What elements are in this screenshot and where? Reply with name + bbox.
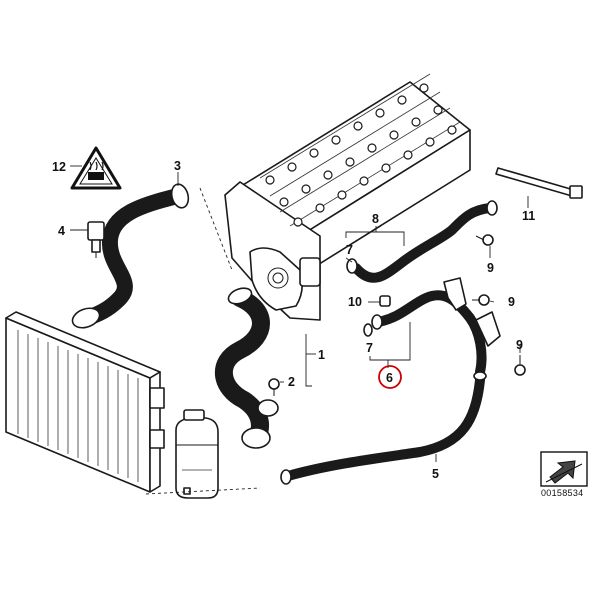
seal-ring-7a	[346, 258, 358, 274]
callout-1: 1	[318, 348, 325, 362]
hose-8	[351, 200, 498, 283]
view-arrow-icon	[540, 451, 588, 487]
engine-cylinder-head	[224, 73, 471, 321]
seal-ring-7b	[363, 323, 373, 337]
warning-hot-coolant-icon	[70, 146, 122, 190]
callout-11: 11	[522, 209, 535, 223]
callout-9b: 9	[508, 295, 515, 309]
leader-lines	[70, 165, 529, 495]
callout-2: 2	[288, 375, 295, 389]
temperature-sensor	[87, 221, 105, 258]
hose-3	[71, 183, 190, 329]
cable-tie	[495, 167, 583, 199]
expansion-tank	[175, 409, 219, 499]
bolt-2	[268, 378, 280, 396]
bracket-upper	[443, 277, 467, 311]
callout-9a: 9	[487, 261, 494, 275]
bolt-9c	[514, 355, 526, 376]
radiator	[5, 311, 165, 493]
reference-number: 00158534	[541, 488, 583, 498]
callout-4: 4	[58, 224, 65, 238]
hose-5	[280, 371, 487, 485]
highlight-ring	[378, 365, 402, 389]
callout-7a: 7	[346, 243, 353, 257]
callout-6: 6	[386, 371, 393, 385]
hose-1	[214, 287, 279, 449]
callouts: 12 3 4 8 7 10 11 9 9 9 1 2 7 5	[52, 159, 535, 481]
callout-3: 3	[174, 159, 181, 173]
bracket-lower	[475, 311, 501, 347]
bolt-9a	[475, 234, 494, 246]
callout-7b: 7	[366, 341, 373, 355]
callout-8: 8	[372, 212, 379, 226]
callout-9c: 9	[516, 338, 523, 352]
highlighted-callout: 6	[378, 365, 402, 389]
bolt-9b	[472, 294, 490, 306]
callout-5: 5	[432, 467, 439, 481]
plug-10	[379, 295, 391, 307]
callout-12: 12	[52, 160, 66, 174]
callout-10: 10	[348, 295, 362, 309]
